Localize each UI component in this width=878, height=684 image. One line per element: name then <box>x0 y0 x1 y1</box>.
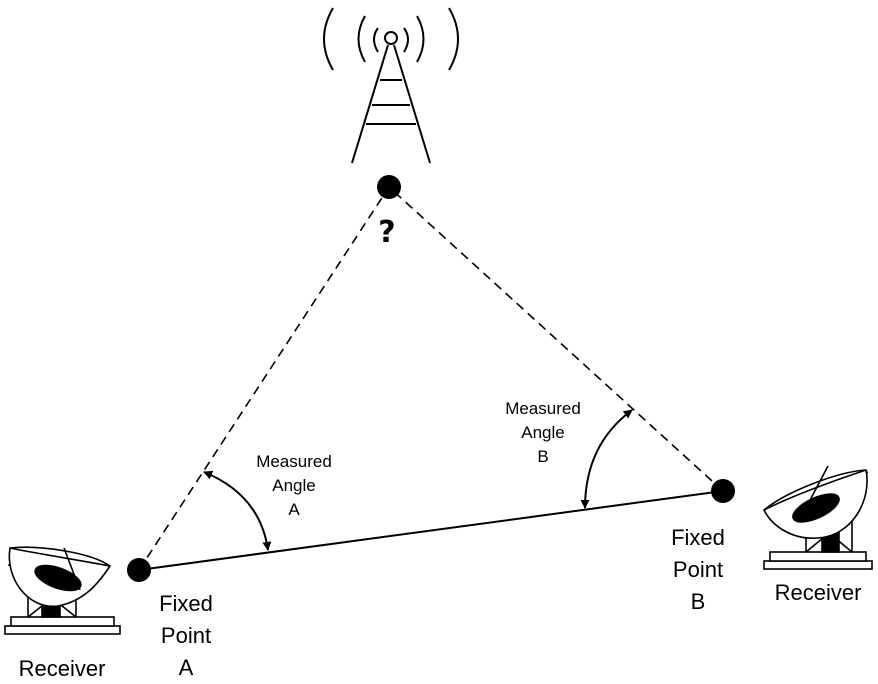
fixed-point-b <box>711 479 735 503</box>
fixed-point-b-label-line1: Fixed <box>671 525 725 550</box>
fixed-point-a-label-line3: A <box>179 655 194 680</box>
angle-a-label-line2: Angle <box>272 476 315 495</box>
angle-b-arc <box>580 409 633 509</box>
receiver-right-label: Receiver <box>775 580 862 605</box>
angle-a-arc <box>203 470 272 551</box>
satellite-dish-icon <box>4 546 121 635</box>
unknown-point-question-mark: ? <box>378 215 395 250</box>
fixed-point-a-label-line1: Fixed <box>159 591 213 616</box>
angle-b-label: Measured Angle B <box>505 399 581 466</box>
angle-a-label: Measured Angle A <box>256 452 332 519</box>
fixed-point-b-label-line2: Point <box>673 557 723 582</box>
angle-b-label-line3: B <box>537 447 548 466</box>
radio-tower-icon <box>323 7 459 164</box>
angle-a-label-line3: A <box>288 500 300 519</box>
bearing-line-a <box>138 186 390 571</box>
fixed-point-a-label-line2: Point <box>161 623 211 648</box>
fixed-point-b-label: Fixed Point B <box>671 525 725 614</box>
angle-a-label-line1: Measured <box>256 452 332 471</box>
bearing-line-b <box>388 186 724 492</box>
angle-b-label-line2: Angle <box>521 423 564 442</box>
satellite-dish-icon <box>762 465 873 570</box>
fixed-point-b-label-line3: B <box>691 589 706 614</box>
fixed-point-a-label: Fixed Point A <box>159 591 213 680</box>
baseline <box>138 490 724 571</box>
fixed-point-a <box>127 558 151 582</box>
angle-b-label-line1: Measured <box>505 399 581 418</box>
unknown-point <box>377 175 401 199</box>
receiver-left-label: Receiver <box>19 656 106 681</box>
